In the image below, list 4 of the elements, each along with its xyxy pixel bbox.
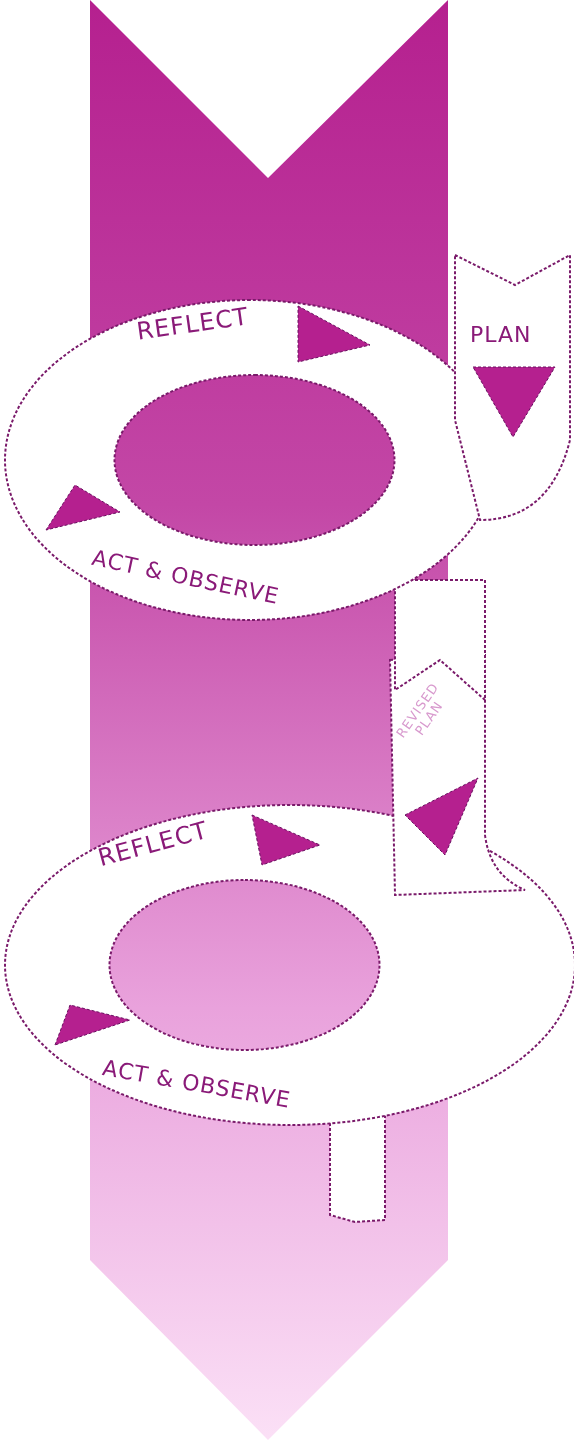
stage-label: REFLECT (135, 302, 251, 346)
stage-label: PLAN (470, 322, 532, 347)
stage-label: ACT & OBSERVE (100, 1055, 293, 1113)
stage-label: ACT & OBSERVE (89, 545, 282, 610)
